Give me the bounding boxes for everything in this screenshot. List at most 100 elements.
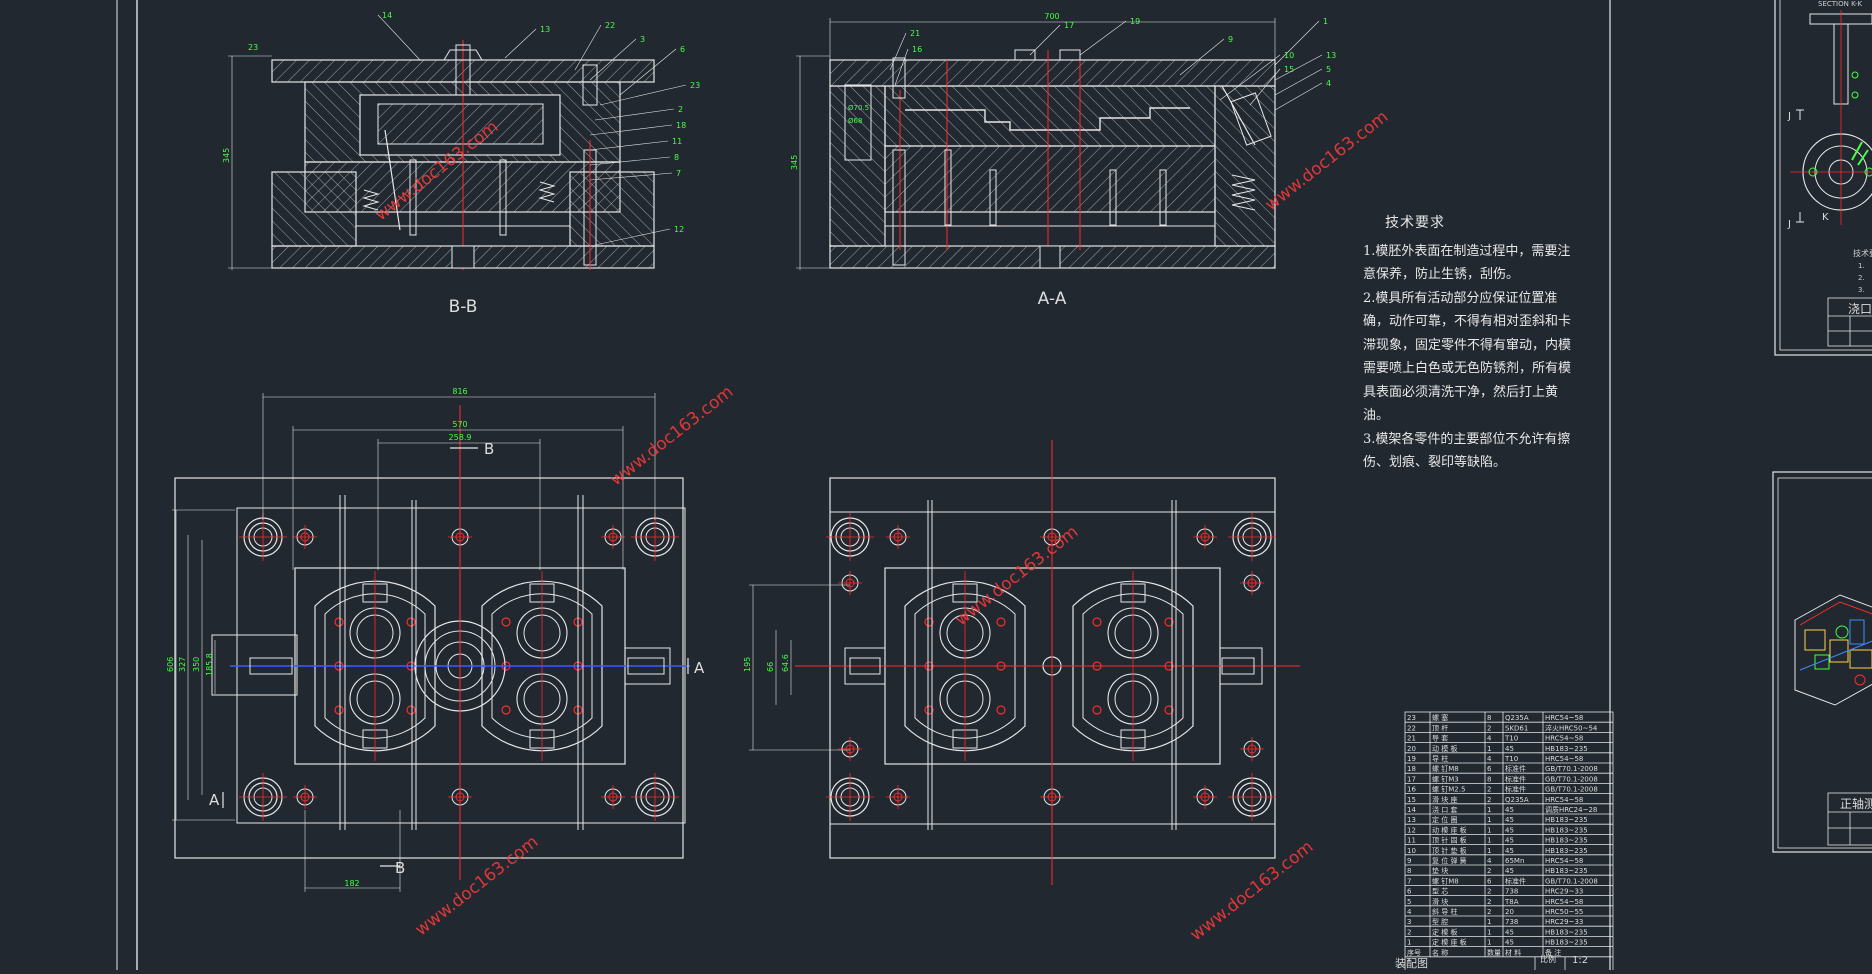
aa-dim-d1: Ø70.5: [848, 104, 869, 112]
bom-cell: GB/T70.1-2008: [1545, 775, 1598, 783]
bom-cell: 19: [1407, 755, 1416, 763]
bom-cell: 2: [1487, 908, 1491, 916]
bom-cell: 45: [1505, 826, 1514, 834]
bom-cell: HB183~235: [1545, 867, 1588, 875]
tech-requirement-1: 1.模胚外表面在制造过程中，需要注意保养，防止生锈，刮伤。: [1363, 243, 1571, 283]
bom-cell: GB/T70.1-2008: [1545, 877, 1598, 885]
bom-scale-label: 比例: [1540, 954, 1556, 964]
bb-part-number: 3: [640, 35, 645, 44]
bom-cell: 14: [1407, 806, 1416, 814]
aa-part-number: 19: [1130, 17, 1140, 26]
bb-part-number: 13: [540, 25, 550, 34]
aa-part-number: 17: [1064, 21, 1074, 30]
bom-cell: HRC50~55: [1545, 908, 1583, 916]
section-mark-a-left: A: [209, 791, 220, 809]
bom-cell: 顶 针 固 板: [1432, 836, 1467, 845]
bom-cell: HRC54~58: [1545, 796, 1583, 804]
bom-cell: 1: [1407, 939, 1411, 947]
bb-part-number: 11: [672, 137, 682, 146]
watermark-text: www.doc163.com: [952, 522, 1083, 630]
small-title-block-top: 浇口: [1848, 302, 1872, 316]
small-tech-item-3: 3.: [1858, 286, 1865, 294]
bom-cell: 标准件: [1505, 785, 1526, 794]
tech-requirement-2: 2.模具所有活动部分应保证位置准确，动作可靠，不得有相对歪斜和卡滞现象，固定零件…: [1363, 290, 1572, 424]
small-tech-item-1: 1.: [1858, 262, 1865, 270]
bom-cell: HRC54~58: [1545, 898, 1583, 906]
bom-cell: 6: [1407, 888, 1412, 896]
bom-cell: 4: [1487, 857, 1492, 865]
bom-cell: 1: [1487, 816, 1491, 824]
bom-cell: 滑 块 座: [1432, 795, 1457, 804]
bom-cell: HRC29~33: [1545, 888, 1583, 896]
plan-left-bottom-dim: 182: [344, 879, 359, 888]
bom-cell: Q235A: [1505, 796, 1529, 804]
bom-cell: 20: [1407, 745, 1416, 753]
plan-right-h1: 195: [743, 657, 752, 672]
aa-part-number: 5: [1326, 65, 1331, 74]
bom-cell: 738: [1505, 918, 1518, 926]
bom-cell: HB183~235: [1545, 928, 1588, 936]
bom-cell: 标准件: [1505, 764, 1526, 773]
bom-cell: 淬火HRC50~54: [1545, 723, 1598, 732]
bom-cell: 10: [1407, 847, 1416, 855]
technical-requirements: 技术要求 1.模胚外表面在制造过程中，需要注意保养，防止生锈，刮伤。 2.模具所…: [1363, 212, 1573, 475]
bb-view-label: B-B: [449, 297, 478, 317]
small-title-block-bottom: 正轴测: [1840, 796, 1872, 811]
bom-header-cell: 序号: [1407, 948, 1421, 957]
bom-cell: 9: [1407, 857, 1411, 865]
bb-part-number: 23: [690, 81, 700, 90]
bom-cell: 8: [1487, 775, 1491, 783]
bom-header-cell: 名 称: [1432, 948, 1448, 957]
bom-cell: 4: [1487, 735, 1492, 743]
plan-left-h1: 606: [166, 657, 175, 672]
section-mark-b-top: B: [484, 440, 494, 458]
plan-view-right: 195 66 64.6: [743, 440, 1300, 885]
aa-part-number: 10: [1284, 51, 1294, 60]
bom-cell: 垫 块: [1432, 866, 1448, 875]
watermark-text: www.doc163.com: [412, 832, 543, 940]
adjacent-sheet-panel: SECTION K-K J K J 技术要求 1. 2. 3. 浇口: [1772, 0, 1872, 853]
bom-cell: 45: [1505, 816, 1514, 824]
tech-requirements-title: 技术要求: [1385, 215, 1445, 231]
bom-cell: 20: [1505, 908, 1514, 916]
aa-part-number: 16: [912, 45, 922, 54]
bom-cell: 螺 钉M2.5: [1432, 785, 1465, 794]
bom-cell: 6: [1487, 765, 1492, 773]
bom-cell: T10: [1504, 755, 1518, 763]
bom-cell: HB183~235: [1545, 847, 1588, 855]
bom-cell: 15: [1407, 796, 1416, 804]
aa-part-number: 13: [1326, 51, 1336, 60]
bom-cell: HRC54~58: [1545, 755, 1583, 763]
bom-cell: 斜 导 柱: [1432, 907, 1457, 916]
bom-cell: HB183~235: [1545, 745, 1588, 753]
bom-cell: 动 模 座 板: [1432, 825, 1467, 834]
bom-cell: HRC54~58: [1545, 735, 1583, 743]
bb-part-number: 12: [674, 225, 684, 234]
bom-cell: 1: [1487, 837, 1491, 845]
bom-cell: GB/T70.1-2008: [1545, 786, 1598, 794]
bom-header-cell: 数量: [1487, 948, 1501, 957]
bom-cell: 11: [1407, 837, 1416, 845]
bb-part-number: 8: [674, 153, 679, 162]
bom-cell: 4: [1407, 908, 1412, 916]
plan-left-h4: 185.8: [205, 653, 214, 676]
bom-cell: 2: [1487, 898, 1491, 906]
bom-cell: 1: [1487, 826, 1491, 834]
bom-cell: 标准件: [1505, 876, 1526, 885]
bom-cell: HB183~235: [1545, 939, 1588, 947]
bom-cell: 6: [1487, 877, 1492, 885]
cut-mark-j-top: J: [1787, 111, 1791, 122]
section-kk-label: SECTION K-K: [1818, 0, 1862, 8]
bom-cell: HB183~235: [1545, 826, 1588, 834]
cut-mark-j-bottom: J: [1787, 219, 1791, 230]
watermark-text: www.doc163.com: [607, 382, 738, 490]
bom-cell: 21: [1407, 735, 1416, 743]
watermark-text: www.doc163.com: [1262, 107, 1393, 215]
bom-cell: 3: [1407, 918, 1411, 926]
aa-view-label: A-A: [1038, 289, 1067, 309]
bom-cell: 型 芯: [1432, 887, 1448, 896]
aa-top-width-dim: 700: [1044, 12, 1059, 21]
